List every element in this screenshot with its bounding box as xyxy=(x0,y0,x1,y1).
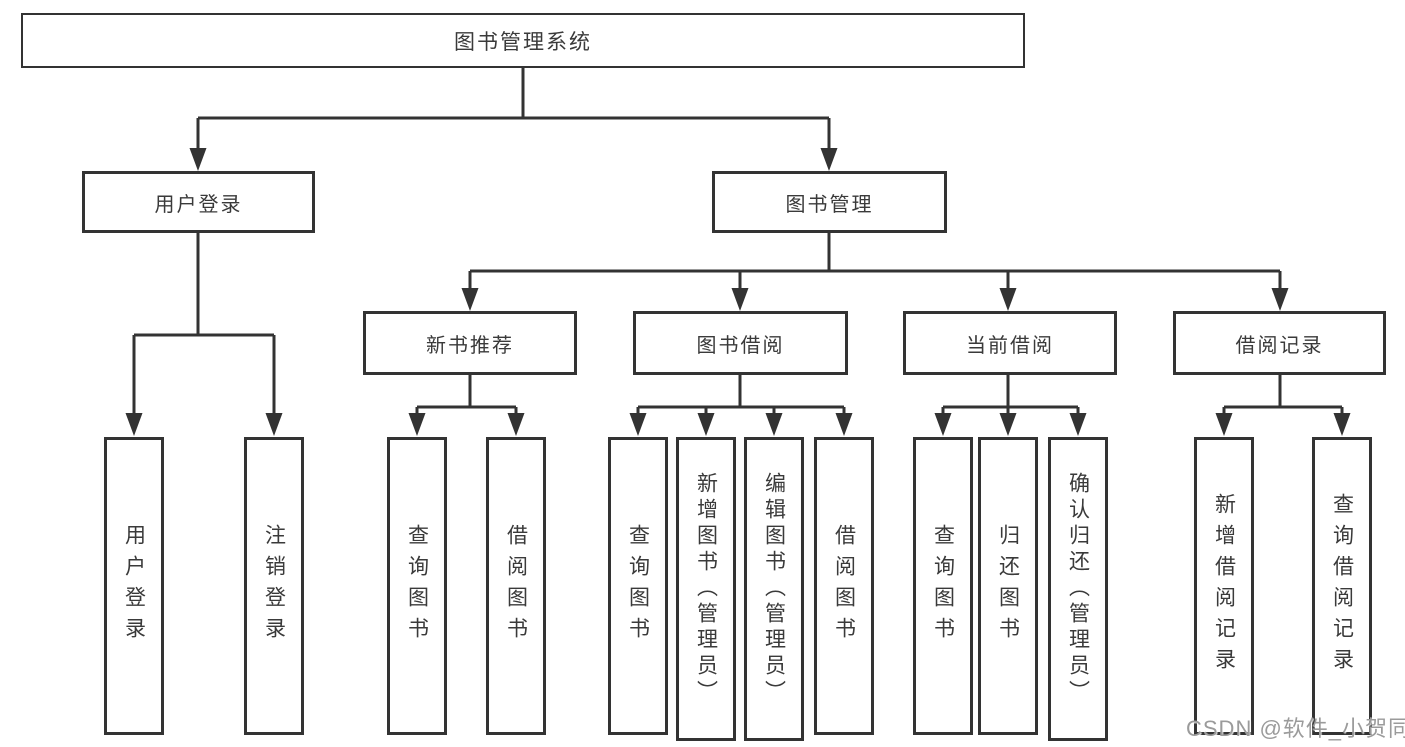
leaf-query-books-recommend: 查询图书 xyxy=(387,437,447,735)
csdn-watermark: CSDN @软件_小贺同学 xyxy=(1186,716,1405,741)
leaf-logout: 注销登录 xyxy=(244,437,304,735)
node-book-borrowing: 图书借阅 xyxy=(633,311,848,375)
node-new-book-recommendation: 新书推荐 xyxy=(363,311,577,375)
node-user-login: 用户登录 xyxy=(82,171,315,233)
node-current-borrowing: 当前借阅 xyxy=(903,311,1117,375)
leaf-query-books-current: 查询图书 xyxy=(913,437,973,735)
node-book-management: 图书管理 xyxy=(712,171,947,233)
leaf-add-borrow-record: 新增借阅记录 xyxy=(1194,437,1254,735)
leaf-borrow-books: 借阅图书 xyxy=(814,437,874,735)
tree-edges xyxy=(132,68,1344,416)
node-library-management-system: 图书管理系统 xyxy=(21,13,1025,68)
leaf-query-books-borrow: 查询图书 xyxy=(608,437,668,735)
leaf-add-books-admin: 新增图书（管理员） xyxy=(676,437,736,741)
leaf-query-borrow-record: 查询借阅记录 xyxy=(1312,437,1372,735)
leaf-return-books: 归还图书 xyxy=(978,437,1038,735)
leaf-confirm-return-admin: 确认归还（管理员） xyxy=(1048,437,1108,741)
leaf-borrow-books-recommend: 借阅图书 xyxy=(486,437,546,735)
node-borrowing-records: 借阅记录 xyxy=(1173,311,1386,375)
leaf-edit-books-admin: 编辑图书（管理员） xyxy=(744,437,804,741)
leaf-user-login: 用户登录 xyxy=(104,437,164,735)
arrowheads xyxy=(125,148,1351,436)
